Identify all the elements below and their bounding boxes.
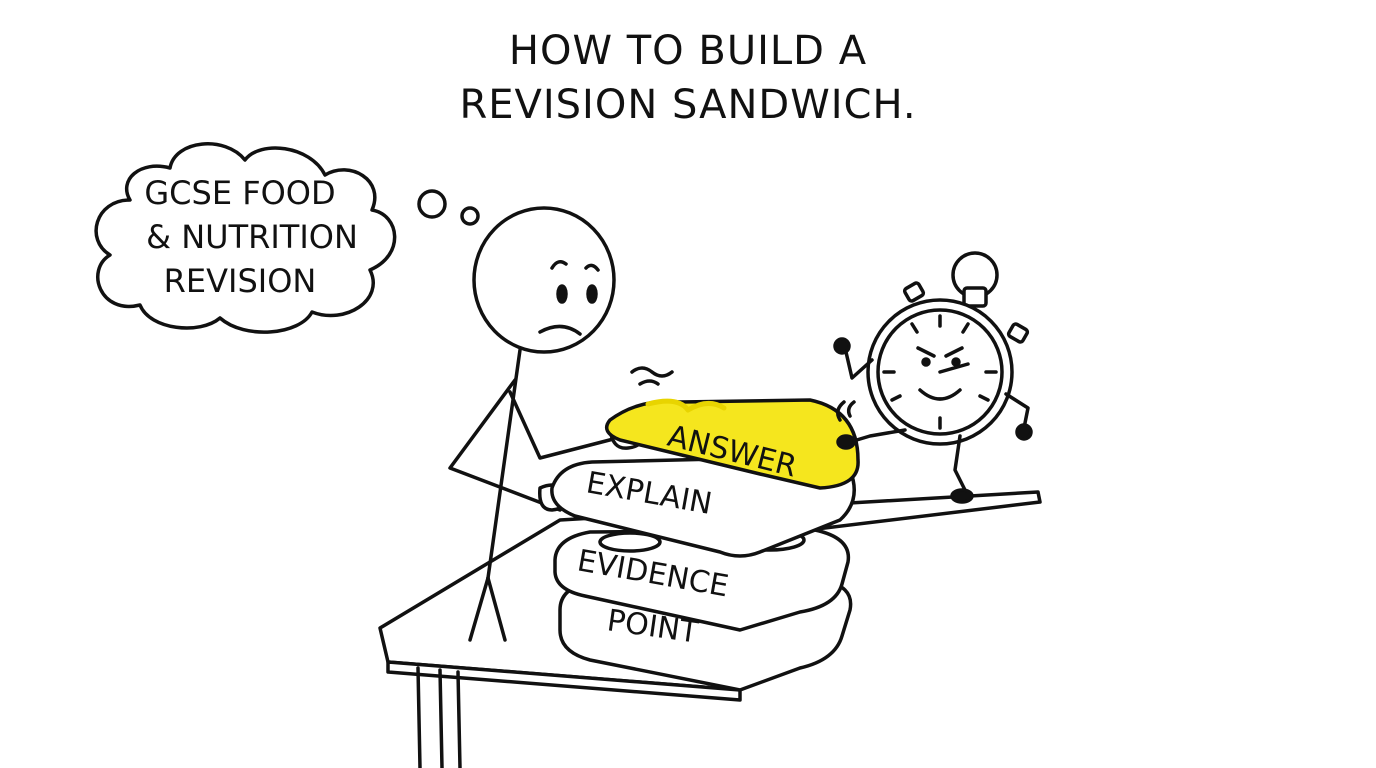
stopwatch-leg-right xyxy=(953,434,968,494)
stopwatch-button-left xyxy=(902,281,926,303)
thought-cloud xyxy=(94,142,397,334)
stopwatch-foot-right xyxy=(950,488,974,504)
figure-arm-lower xyxy=(448,378,562,512)
stopwatch-arm-right xyxy=(1004,392,1030,430)
figure-eye-right xyxy=(586,284,598,304)
thought-line-1: GCSE FOOD xyxy=(144,174,336,212)
stopwatch-arm-left xyxy=(844,350,874,380)
stopwatch-fist-right xyxy=(1015,423,1033,441)
thought-dot-small xyxy=(460,206,480,226)
thought-line-2: & NUTRITION xyxy=(146,218,358,256)
figure-eye-left xyxy=(556,284,568,304)
figure-eyebrow-right xyxy=(584,263,600,272)
table-leg-3 xyxy=(456,670,462,768)
sandwich-stack xyxy=(550,398,860,692)
stopwatch-brow-left xyxy=(916,346,936,358)
stopwatch-foot-left xyxy=(836,434,856,450)
figure-head xyxy=(472,206,616,354)
tick xyxy=(910,322,919,334)
table-leg-1 xyxy=(416,666,422,768)
title-line-1: HOW TO BUILD A xyxy=(508,28,868,74)
stopwatch-button-right xyxy=(1006,322,1030,344)
stopwatch-eye-left xyxy=(921,357,931,367)
figure-arm-upper xyxy=(508,390,627,460)
stopwatch-fist-left xyxy=(833,337,851,355)
figure-eyebrow-left xyxy=(550,260,568,270)
thought-dot-large xyxy=(417,189,447,219)
stopwatch-brow-right xyxy=(944,346,964,358)
stopwatch-leg-left xyxy=(848,428,907,444)
stopwatch-hand xyxy=(938,362,970,374)
table-edge xyxy=(386,660,742,702)
stopwatch-character xyxy=(833,251,1033,504)
table-leg-2 xyxy=(438,668,444,768)
title-line-2: REVISION SANDWICH. xyxy=(459,82,917,128)
stopwatch-eye-right xyxy=(951,357,961,367)
motion-line-1 xyxy=(630,366,674,378)
figure-mouth xyxy=(538,324,582,336)
tick xyxy=(961,322,970,334)
tick xyxy=(978,394,990,402)
figure-leg-left xyxy=(468,576,490,642)
butter-swirl xyxy=(645,398,727,413)
figure-body xyxy=(486,348,522,580)
thought-bubble xyxy=(94,142,480,334)
bread-slice-explain xyxy=(550,456,856,558)
figure-leg-right xyxy=(486,576,507,642)
stopwatch-stem xyxy=(962,286,988,308)
thought-line-3: REVISION xyxy=(163,262,317,300)
speed-line-1 xyxy=(836,400,846,422)
speed-line-2 xyxy=(846,400,856,418)
tick xyxy=(890,394,902,402)
filling-disc-2 xyxy=(598,531,662,553)
stopwatch-grin xyxy=(918,388,962,401)
bread-slice-evidence xyxy=(553,528,851,632)
motion-line-2 xyxy=(638,379,660,386)
